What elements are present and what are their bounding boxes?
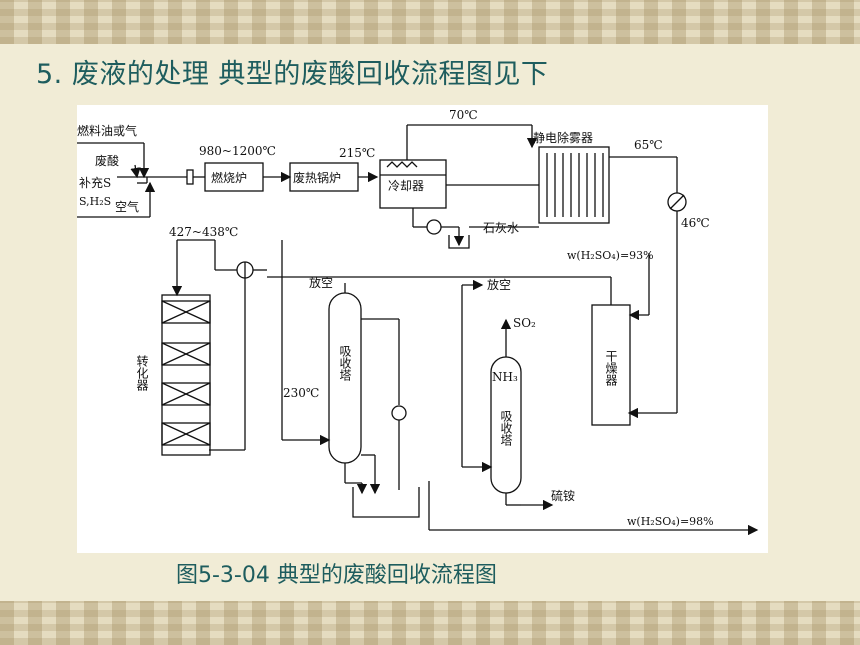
demister-label: 静电除雾器 xyxy=(533,130,593,145)
boiler-out-temp-label: 215℃ xyxy=(339,146,375,160)
flow-diagram-svg: 燃料油或气 废酸 补充S S,H₂S 空气 980~1200℃ 燃烧炉 废热锅炉… xyxy=(77,108,759,536)
s-h2s-label: S,H₂S xyxy=(79,195,111,208)
process-flow-diagram: 燃料油或气 废酸 补充S S,H₂S 空气 980~1200℃ 燃烧炉 废热锅炉… xyxy=(77,105,768,553)
drain-tank xyxy=(448,235,470,249)
decorative-border-top xyxy=(0,0,860,44)
fuel-label: 燃料油或气 xyxy=(77,123,137,138)
absorber-1-label: 吸收塔 xyxy=(338,345,352,382)
acid-98-label: w(H₂SO₄)=98% xyxy=(627,515,714,528)
lime-water-label: 石灰水 xyxy=(483,221,519,235)
absorber-in-temp-label: 230℃ xyxy=(283,386,319,400)
air-label: 空气 xyxy=(115,199,139,214)
ammonium-sulfate-label: 硫铵 xyxy=(551,488,575,503)
converter-in-temp-label: 427~438℃ xyxy=(169,225,238,239)
waste-acid-arrow xyxy=(130,164,141,179)
converter-label: 转化器 xyxy=(135,354,149,392)
figure-caption: 图5-3-04 典型的废酸回收流程图 xyxy=(176,563,497,588)
slide-title: 5. 废液的处理 典型的废酸回收流程图见下 xyxy=(36,59,549,90)
boiler-label: 废热锅炉 xyxy=(293,170,341,185)
vent-2-label: 放空 xyxy=(487,277,511,292)
top-line-temp-label: 70℃ xyxy=(449,108,478,122)
absorber-2-label: 吸收塔 xyxy=(499,410,513,447)
demister-out-temp-label: 65℃ xyxy=(634,138,663,152)
after-exchanger-temp-label: 46℃ xyxy=(681,216,710,230)
dryer-label: 干燥器 xyxy=(604,350,618,387)
converter-beds xyxy=(161,300,211,446)
burner-nozzle xyxy=(186,169,194,185)
waste-acid-label: 废酸 xyxy=(95,153,119,168)
absorber-pump xyxy=(391,405,407,421)
acid-93-label: w(H₂SO₄)=93% xyxy=(567,249,654,262)
supplement-s-label: 补充S xyxy=(79,175,111,190)
so2-label: SO₂ xyxy=(513,316,536,330)
vent-1-label: 放空 xyxy=(309,275,333,290)
cooler-spray xyxy=(386,161,418,168)
demister-box xyxy=(538,146,610,224)
furnace-label: 燃烧炉 xyxy=(211,170,247,185)
cooler-pump xyxy=(426,219,442,235)
nh3-label: NH₃ xyxy=(492,370,518,384)
decorative-border-bottom xyxy=(0,601,860,645)
furnace-temp-label: 980~1200℃ xyxy=(199,144,276,158)
acid-tank xyxy=(352,487,420,518)
cooler-label: 冷却器 xyxy=(388,179,424,193)
converter-box xyxy=(161,294,211,456)
